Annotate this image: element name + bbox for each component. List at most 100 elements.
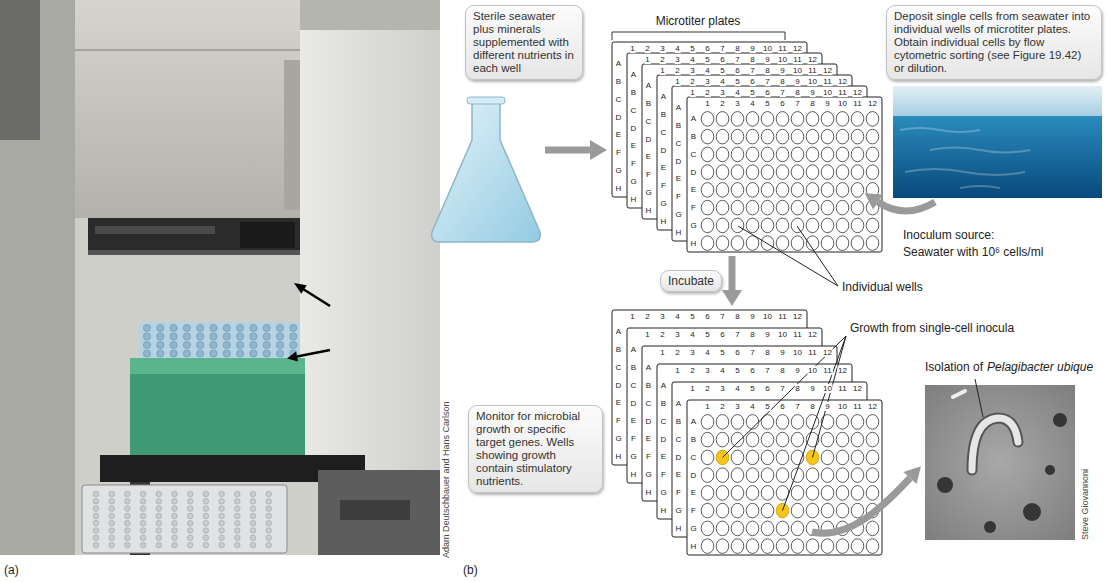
column-number: 7 <box>734 55 740 64</box>
plate-well <box>806 218 819 233</box>
plate-well <box>761 165 774 180</box>
column-number: 10 <box>792 348 803 357</box>
leader-line <box>738 226 838 286</box>
row-letter: A <box>660 92 667 101</box>
plate-well <box>761 112 774 127</box>
robot-photo <box>88 250 300 255</box>
plate-well <box>716 415 729 430</box>
plate-well <box>156 520 162 526</box>
plate-well <box>836 236 849 251</box>
step-box: Incubate <box>660 270 722 292</box>
row-letter: E <box>660 163 667 172</box>
plate-well <box>701 183 714 198</box>
plate-well <box>235 520 241 526</box>
row-letter: C <box>615 363 623 372</box>
plate-well <box>731 147 744 162</box>
column-number: 4 <box>749 402 755 411</box>
row-letter: D <box>615 381 623 390</box>
plate-well <box>761 432 774 447</box>
column-number: 8 <box>779 366 785 375</box>
plate-well <box>866 539 879 554</box>
microtiter-plate <box>687 400 882 555</box>
plate-well <box>851 183 864 198</box>
column-number: 6 <box>749 366 755 375</box>
plate-well <box>701 129 714 144</box>
column-number: 9 <box>764 55 770 64</box>
plate-well <box>203 528 209 534</box>
column-number: 4 <box>689 55 695 64</box>
row-letter: C <box>630 106 638 115</box>
plate-well <box>93 520 99 526</box>
group-label: Microtiter plates <box>656 14 741 28</box>
column-number: 12 <box>807 330 818 339</box>
plate-well <box>731 218 744 233</box>
plate-well <box>851 147 864 162</box>
plate-well <box>93 542 99 548</box>
row-letter: B <box>630 88 637 97</box>
plate-well <box>203 491 209 497</box>
plate-well <box>746 112 759 127</box>
pipette-tip <box>237 350 244 357</box>
column-number: 1 <box>689 384 695 393</box>
plate-well <box>716 486 729 501</box>
plate-well <box>806 129 819 144</box>
plate-well <box>806 539 819 554</box>
robot-photo <box>300 0 440 30</box>
robot-photo <box>287 352 298 362</box>
column-number: 10 <box>822 384 833 393</box>
column-number: 12 <box>807 55 818 64</box>
plate-well <box>821 200 834 215</box>
column-number: 3 <box>704 77 710 86</box>
column-number: 9 <box>824 402 830 411</box>
callout-box: Sterile seawater plus minerals supplemen… <box>465 5 583 80</box>
plate-well <box>156 506 162 512</box>
column-number: 11 <box>822 77 832 86</box>
column-number: 8 <box>779 77 785 86</box>
row-letter: E <box>690 488 697 497</box>
column-number: 6 <box>734 348 740 357</box>
column-number: 6 <box>719 55 725 64</box>
robot-photo <box>95 226 215 234</box>
column-number: 9 <box>794 77 800 86</box>
row-letter: G <box>659 199 667 208</box>
flask <box>432 97 541 242</box>
row-letter: G <box>674 210 682 219</box>
plate-well <box>716 521 729 536</box>
plate-well <box>866 415 879 430</box>
plate-well <box>140 513 146 519</box>
plate-well <box>746 486 759 501</box>
plate-well <box>109 491 115 497</box>
row-letter: A <box>660 381 667 390</box>
species-name: Pelagibacter ubique <box>987 360 1093 374</box>
column-number: 8 <box>794 384 800 393</box>
plate-well <box>109 499 115 505</box>
row-letter: D <box>690 168 698 177</box>
row-letter: H <box>630 470 638 479</box>
plate-well <box>836 183 849 198</box>
plate-well <box>219 535 225 541</box>
column-number: 5 <box>704 55 710 64</box>
column-number: 9 <box>779 66 785 75</box>
plate-well <box>172 528 178 534</box>
row-letter: A <box>630 345 637 354</box>
leader-line <box>797 226 838 286</box>
plate-well <box>140 520 146 526</box>
plate-well <box>791 521 804 536</box>
row-letter: G <box>689 524 697 533</box>
column-number: 4 <box>704 348 710 357</box>
column-number: 10 <box>777 330 788 339</box>
plate-well <box>836 539 849 554</box>
plate-well <box>851 503 864 518</box>
row-letter: F <box>675 488 682 497</box>
plate-well <box>156 528 162 534</box>
plate-well <box>716 129 729 144</box>
row-letter: D <box>660 435 668 444</box>
column-number: 10 <box>807 366 818 375</box>
plate-well <box>821 432 834 447</box>
plate-well <box>836 432 849 447</box>
plate-well <box>93 528 99 534</box>
column-number: 10 <box>762 44 773 53</box>
process-arrow <box>729 256 736 292</box>
